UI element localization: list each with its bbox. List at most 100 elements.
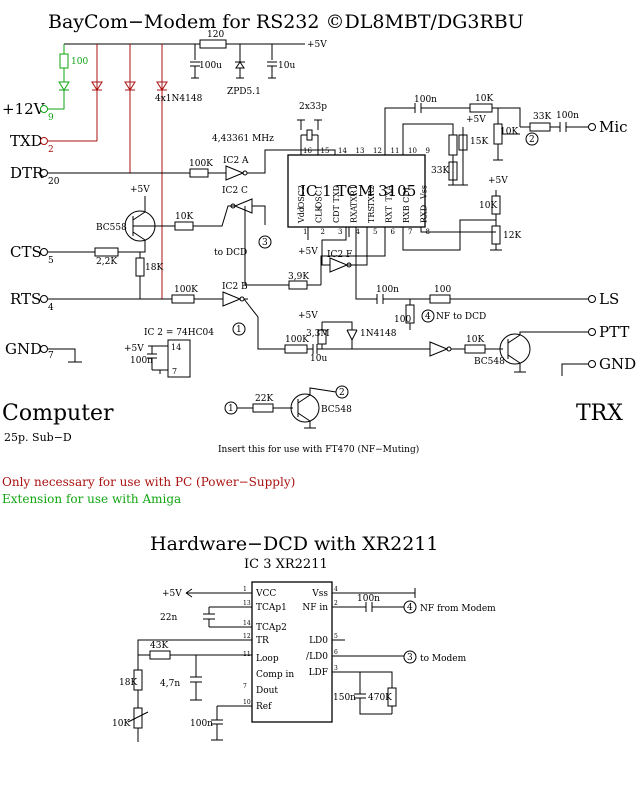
svg-text:+5V: +5V: [298, 247, 318, 257]
svg-text:+5V: +5V: [488, 176, 508, 186]
ic1-pin-label: RXB: [402, 205, 411, 223]
svg-text:+5V: +5V: [124, 344, 144, 354]
ic1-pin-label: CDL: [402, 184, 411, 203]
crystal: 2x33p 4,43361 MHz: [212, 102, 327, 155]
ic1-pin-label: RXT: [385, 205, 394, 223]
ic1-top-pins: OSC216OSC115TXD14TXR113TXR212TXA11CDL10V…: [297, 147, 430, 208]
svg-text:BC548: BC548: [474, 357, 505, 367]
svg-text:100u: 100u: [199, 61, 222, 71]
ic3-pin-label: Dout: [256, 686, 278, 696]
svg-text:10u: 10u: [278, 61, 295, 71]
svg-text:22n: 22n: [160, 613, 177, 623]
port-12v: +12V 9: [2, 100, 54, 123]
svg-text:ZPD5.1: ZPD5.1: [227, 87, 261, 97]
svg-text:7: 7: [172, 367, 177, 376]
ic1-pin-number: 14: [338, 147, 347, 155]
ic3-pin-label: Comp in: [256, 670, 294, 680]
svg-text:IC2 F: IC2 F: [327, 250, 352, 260]
svg-text:IC 3 XR2211: IC 3 XR2211: [244, 557, 328, 572]
ic1-pin-label: RXD: [420, 205, 429, 223]
svg-text:2: 2: [339, 388, 345, 398]
svg-text:3,9K: 3,9K: [288, 272, 309, 282]
ic1-pin-label: CDT: [332, 204, 341, 223]
svg-text:NF from Modem: NF from Modem: [420, 604, 496, 614]
ic3-pin-number: 6: [334, 649, 338, 656]
svg-text:4,43361 MHz: 4,43361 MHz: [212, 134, 274, 144]
svg-text:100: 100: [71, 57, 88, 67]
svg-text:IC 1 TCM 3105: IC 1 TCM 3105: [300, 182, 416, 200]
port-mic: Mic: [588, 118, 628, 136]
svg-text:10K: 10K: [500, 127, 518, 137]
ic1-pin-label: OSC2: [297, 185, 306, 208]
svg-text:NF to DCD: NF to DCD: [436, 312, 486, 322]
diode-red-3: [156, 81, 168, 91]
svg-text:CTS: CTS: [10, 243, 42, 261]
ic3-pin-label: NF in: [302, 603, 328, 613]
ic1-pin-number: 16: [303, 147, 312, 155]
ic1-pin-label: OSC1: [315, 185, 324, 208]
svg-text:100: 100: [394, 315, 411, 325]
diode-green: [58, 81, 70, 91]
svg-text:IC2 B: IC2 B: [222, 282, 248, 292]
svg-text:150n: 150n: [333, 693, 356, 703]
subd-caption: 25p. Sub−D: [4, 431, 72, 444]
ic3-pin-label: TCAp2: [256, 623, 287, 633]
gnd-left: [48, 348, 82, 363]
ic3-pin-label: /LD0: [306, 652, 328, 662]
svg-text:2: 2: [529, 135, 535, 145]
svg-text:to DCD: to DCD: [214, 248, 247, 258]
svg-text:10K: 10K: [466, 335, 484, 345]
svg-text:120: 120: [207, 30, 224, 40]
ic1-pin-number: 15: [321, 147, 330, 155]
ic1-pin-number: 4: [356, 228, 361, 236]
svg-text:14: 14: [171, 343, 181, 352]
ic1-pin-number: 6: [391, 228, 396, 236]
svg-text:RTS: RTS: [10, 290, 41, 308]
svg-text:470K: 470K: [368, 693, 392, 703]
resistor-120: [199, 39, 227, 49]
port-ls: LS: [588, 290, 619, 308]
port-dtr: DTR 20: [10, 164, 60, 187]
svg-text:10K: 10K: [479, 201, 497, 211]
svg-text:2x33p: 2x33p: [299, 102, 327, 112]
ic1-pin-number: 10: [408, 147, 417, 155]
port-gnd: GND 7: [5, 340, 54, 361]
svg-text:43K: 43K: [150, 641, 168, 651]
ic1-pin-label: Vss: [420, 185, 429, 200]
svg-text:+5V: +5V: [162, 589, 182, 599]
ic3-pin-number: 7: [243, 683, 247, 690]
svg-text:1: 1: [236, 325, 242, 335]
svg-text:10K: 10K: [175, 212, 193, 222]
svg-text:100K: 100K: [189, 159, 213, 169]
ic1-pin-label: RXA: [350, 206, 359, 223]
svg-text:10u: 10u: [310, 354, 327, 364]
svg-text:100: 100: [434, 285, 451, 295]
ptt-stage: 100K 10u +5V 3,3M 1N4148 10K BC548: [284, 311, 588, 376]
ic3-pin-number: 1: [243, 586, 247, 593]
computer-caption: Computer: [2, 401, 114, 426]
ic1-pin-number: 12: [373, 147, 382, 155]
svg-text:100n: 100n: [357, 594, 380, 604]
port-rts: RTS 4: [10, 290, 54, 313]
svg-text:PTT: PTT: [599, 323, 629, 341]
ic3-pin-number: 13: [243, 600, 251, 607]
svg-text:GND: GND: [5, 340, 42, 358]
ic1-top-network: 100n 10K +5V 15K 33K 10K 33K 100n 2: [384, 94, 588, 186]
ic3-pin-label: Vss: [311, 589, 328, 599]
ic1-bottom-network: +5V IC2 F 3,9K: [244, 206, 386, 290]
svg-text:100n: 100n: [376, 285, 399, 295]
ic3-pin-number: 10: [243, 699, 251, 706]
ic3-pin-number: 12: [243, 633, 251, 640]
ic3-pin-label: Ref: [256, 702, 272, 712]
ic1-pin-label: TXA: [385, 185, 394, 202]
svg-text:+5V: +5V: [130, 185, 150, 195]
svg-text:18K: 18K: [145, 263, 163, 273]
svg-text:+12V: +12V: [2, 100, 46, 118]
port-ptt: PTT: [588, 323, 629, 341]
svg-text:7: 7: [48, 351, 54, 361]
ic1-pin-number: 5: [373, 228, 377, 236]
svg-text:IC2 A: IC2 A: [223, 156, 249, 166]
svg-text:2: 2: [48, 145, 54, 155]
